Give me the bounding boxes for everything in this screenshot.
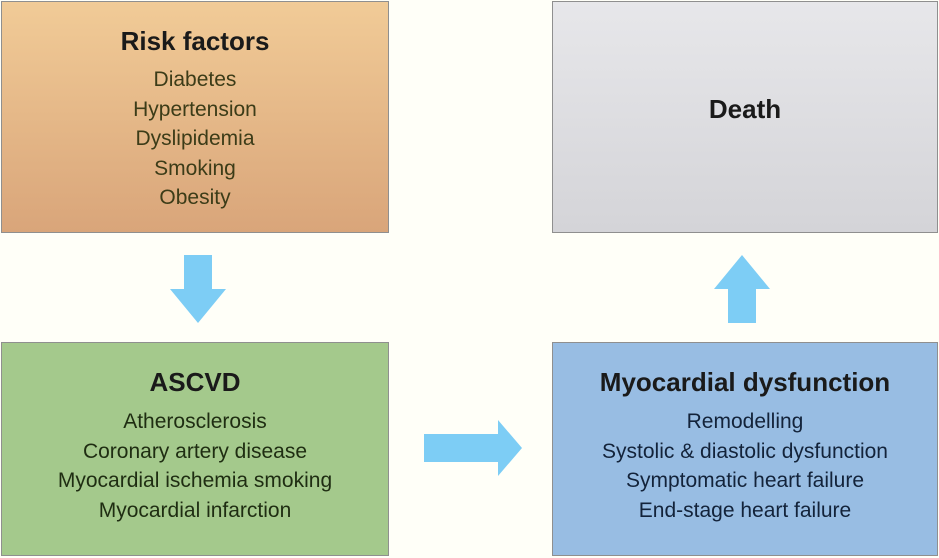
- risk-factors-list: Diabetes Hypertension Dyslipidemia Smoki…: [2, 65, 388, 213]
- arrow-down-icon: [170, 255, 226, 323]
- risk-factors-box: Risk factors Diabetes Hypertension Dysli…: [1, 1, 389, 233]
- risk-factor-item: Dyslipidemia: [135, 127, 255, 150]
- risk-factor-item: Diabetes: [153, 68, 237, 91]
- risk-factors-title: Risk factors: [120, 26, 270, 56]
- risk-factor-item: Smoking: [154, 156, 236, 180]
- ascvd-item: Atherosclerosis: [123, 410, 267, 433]
- death-title: Death: [708, 94, 782, 124]
- myocardial-dysfunction-title: Myocardial dysfunction: [599, 367, 891, 397]
- ascvd-box: ASCVD Atherosclerosis Coronary artery di…: [1, 342, 389, 556]
- ascvd-list: Atherosclerosis Coronary artery disease …: [2, 407, 388, 525]
- ascvd-item: Myocardial infarction: [98, 498, 292, 522]
- death-box: Death: [552, 1, 938, 233]
- myocardial-dysfunction-item: Systolic & diastolic dysfunction: [602, 439, 888, 463]
- ascvd-item: Myocardial ischemia smoking: [57, 469, 333, 492]
- arrow-right-icon: [424, 420, 522, 476]
- risk-factor-item: Obesity: [159, 186, 231, 209]
- myocardial-dysfunction-item: Remodelling: [686, 410, 804, 433]
- risk-factor-item: Hypertension: [133, 97, 257, 121]
- ascvd-title: ASCVD: [149, 367, 241, 397]
- ascvd-item: Coronary artery disease: [82, 439, 308, 463]
- myocardial-dysfunction-item: Symptomatic heart failure: [625, 469, 865, 492]
- myocardial-dysfunction-box: Myocardial dysfunction Remodelling Systo…: [552, 342, 938, 556]
- myocardial-dysfunction-list: Remodelling Systolic & diastolic dysfunc…: [553, 407, 937, 525]
- myocardial-dysfunction-item: End-stage heart failure: [638, 498, 852, 522]
- arrow-up-icon: [714, 255, 770, 323]
